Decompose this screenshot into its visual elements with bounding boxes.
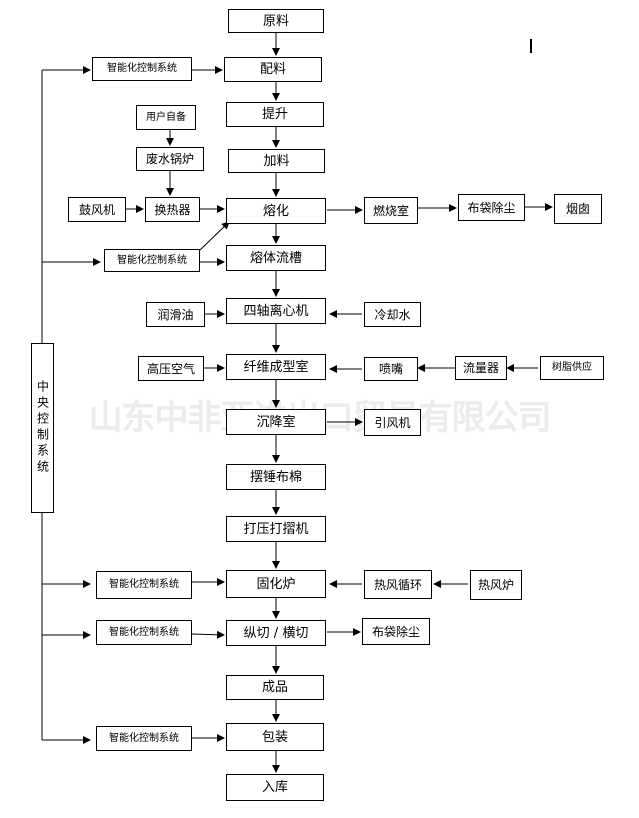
bag-dust-box-1: 布袋除尘: [458, 194, 525, 221]
resin-supply-box: 树脂供应: [540, 356, 604, 380]
smart-control-5: 智能化控制系统: [96, 726, 192, 751]
step-raw-material: 原料: [228, 9, 324, 33]
nozzle-box: 喷嘴: [364, 357, 418, 381]
chimney-box: 烟囱: [554, 194, 602, 224]
step-melting: 熔化: [226, 198, 326, 224]
smart-control-2: 智能化控制系统: [104, 249, 200, 272]
text-cursor-mark: [530, 39, 532, 53]
heat-exchanger-box: 换热器: [145, 197, 200, 222]
step-curing-oven: 固化炉: [226, 570, 326, 598]
central-control-box: 中央控制系统: [31, 343, 54, 513]
step-spinner: 四轴离心机: [226, 298, 326, 324]
hp-air-box: 高压空气: [138, 356, 204, 381]
step-crimper: 打压打摺机: [226, 516, 326, 542]
bag-dust-box-2: 布袋除尘: [362, 618, 430, 645]
cooling-water-box: 冷却水: [364, 302, 421, 327]
step-settling-chamber: 沉降室: [226, 409, 326, 435]
step-packing: 包装: [226, 723, 324, 751]
step-finished-product: 成品: [226, 675, 324, 700]
step-melt-channel: 熔体流槽: [226, 245, 326, 271]
step-forming-chamber: 纤维成型室: [226, 354, 326, 380]
step-batching: 配料: [224, 57, 322, 82]
smart-control-1: 智能化控制系统: [92, 57, 192, 81]
smart-control-4: 智能化控制系统: [96, 620, 192, 645]
step-lifting: 提升: [226, 102, 324, 127]
step-feeding: 加料: [228, 149, 325, 173]
hot-air-circulation-box: 热风循环: [364, 570, 432, 599]
blower-box: 鼓风机: [68, 197, 126, 222]
combustion-box: 燃烧室: [364, 197, 418, 224]
waste-boiler-box: 废水锅炉: [136, 147, 204, 171]
step-pendulum: 摆锤布棉: [226, 464, 326, 490]
user-supplied-box: 用户自备: [136, 105, 196, 130]
smart-control-3: 智能化控制系统: [96, 571, 192, 599]
flowmeter-box: 流量器: [455, 356, 507, 380]
induced-fan-box: 引风机: [364, 409, 421, 436]
hot-air-furnace-box: 热风炉: [470, 570, 522, 600]
lube-oil-box: 润滑油: [146, 302, 205, 327]
step-storage: 入库: [226, 774, 324, 801]
step-cutting: 纵切 / 横切: [226, 620, 326, 646]
